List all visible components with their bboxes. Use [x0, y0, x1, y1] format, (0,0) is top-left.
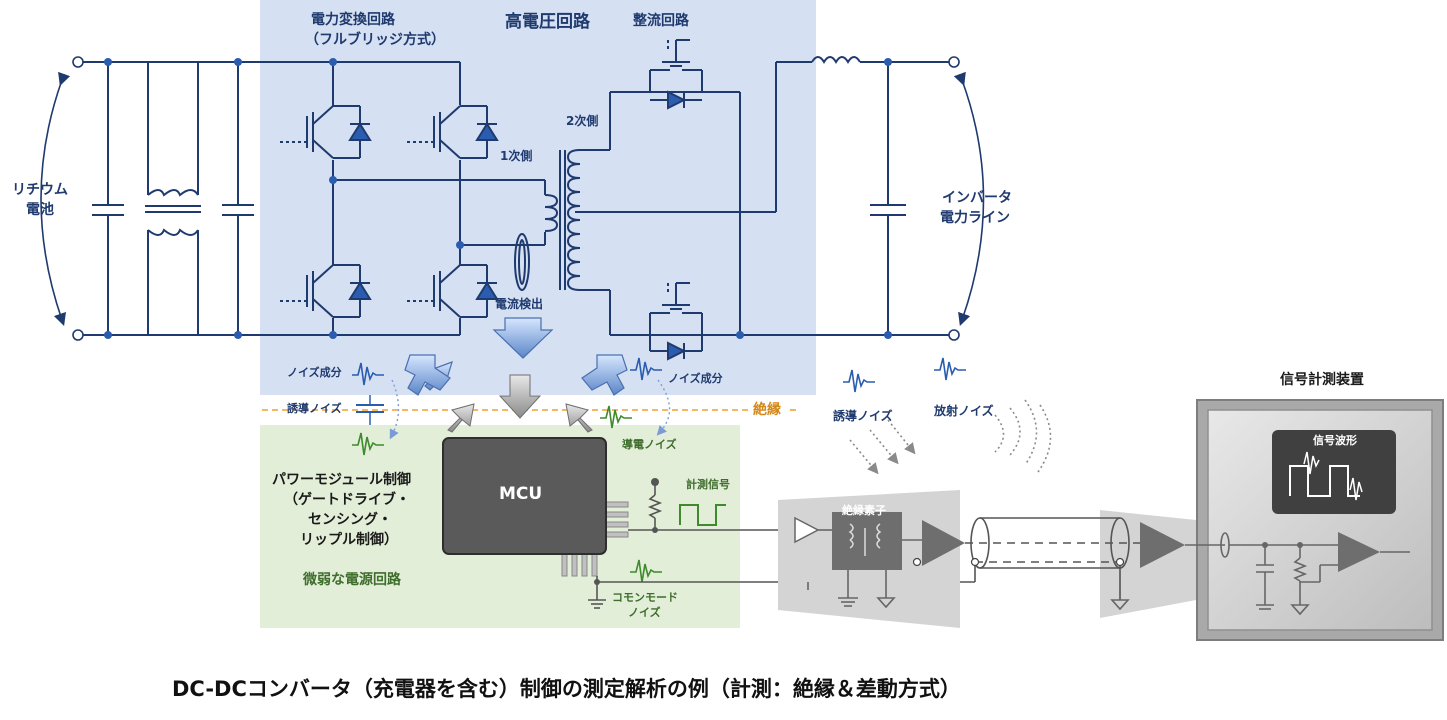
- inverter-line-label-2: 電力ライン: [940, 210, 1010, 226]
- mcu-chip: [442, 437, 629, 577]
- noise-waveforms: [352, 357, 966, 583]
- cable-nodes: [970, 557, 1125, 567]
- wiring-dots: [594, 478, 659, 585]
- receiver-module-bg: [1100, 510, 1196, 618]
- mcu-emission-arrows: [447, 374, 593, 433]
- radiated-noise-label: 放射ノイズ: [934, 404, 994, 418]
- noise-component-left-label: ノイズ成分: [287, 366, 342, 379]
- noise-component-right-label: ノイズ成分: [668, 372, 723, 385]
- terminals: [72, 56, 960, 341]
- induced-noise-left-label: 誘導ノイズ: [287, 402, 342, 415]
- conducted-noise-label: 導電ノイズ: [622, 438, 677, 451]
- full-bridge-label: （フルブリッジ方式）: [305, 32, 445, 48]
- signal-measuring-device-label: 信号計測装置: [1280, 372, 1364, 388]
- lithium-battery-label-2: 電池: [26, 202, 54, 218]
- power-module-control-label-3: センシング・: [308, 512, 392, 528]
- junction-dots: [104, 58, 892, 339]
- induced-noise-right-label: 誘導ノイズ: [833, 409, 893, 423]
- lithium-battery-label-1: リチウム: [12, 182, 68, 198]
- high-voltage-circuit-label: 高電圧回路: [505, 12, 590, 32]
- differential-cable: [965, 517, 1140, 600]
- power-circuit-wiring: [80, 56, 952, 336]
- primary-side-label: 1次側: [500, 149, 533, 163]
- power-conversion-circuit-label: 電力変換回路: [311, 12, 395, 28]
- induced-noise-coupling: [356, 379, 671, 440]
- signal-measuring-device: [1185, 399, 1444, 641]
- measurement-signal-label: 計測信号: [686, 478, 730, 491]
- power-module-control-label-1: パワーモジュール制御: [272, 472, 412, 488]
- common-mode-noise-label-2: ノイズ: [628, 606, 661, 619]
- power-module-control-label-4: リップル制御）: [300, 532, 398, 548]
- rectifier-circuit-label: 整流回路: [633, 13, 689, 29]
- receiver-amp: [1110, 522, 1185, 611]
- battery-voltage-arrow: [40, 71, 71, 327]
- secondary-side-label: 2次側: [566, 114, 599, 128]
- isolation-module: [794, 512, 965, 609]
- diagram-caption: DC-DCコンバータ（充電器を含む）制御の測定解析の例（計測：絶縁＆差動方式）: [172, 677, 961, 701]
- inverter-voltage-arrow: [953, 71, 985, 327]
- insulation-label: 絶縁: [753, 402, 781, 418]
- weak-power-circuit-label: 微弱な電源回路: [303, 572, 401, 588]
- isolation-element-label: 絶縁素子: [842, 504, 886, 517]
- noise-coupling-arrows: [404, 317, 628, 396]
- current-detection-label: 電流検出: [495, 297, 544, 311]
- inverter-line-label-1: インバータ: [942, 190, 1012, 206]
- external-noise-arrows: [849, 399, 1052, 475]
- signal-waveform-label: 信号波形: [1313, 434, 1357, 447]
- igbt-switches: [278, 39, 703, 361]
- common-mode-noise-label-1: コモンモード: [612, 591, 678, 604]
- mcu-label: MCU: [499, 484, 543, 504]
- power-module-control-label-2: （ゲートドライブ・: [284, 492, 410, 508]
